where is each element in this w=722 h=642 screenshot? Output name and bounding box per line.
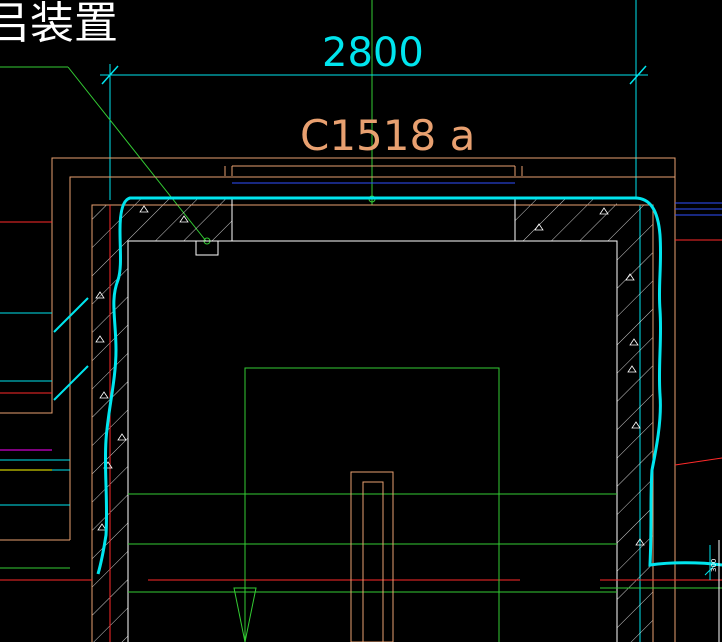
window-mark-text: C1518 a bbox=[300, 111, 475, 160]
hatch-symbols bbox=[95, 205, 645, 546]
top-right-lintel-hatch bbox=[515, 198, 617, 241]
outer-outline bbox=[0, 157, 676, 642]
window-glass-lines bbox=[232, 182, 722, 216]
top-left-lintel-hatch bbox=[128, 198, 232, 241]
column-outline bbox=[350, 471, 394, 642]
note-text: 吕装置 bbox=[0, 0, 118, 49]
red-lines bbox=[0, 221, 722, 581]
right-small-dimension bbox=[704, 540, 720, 642]
inner-outlines bbox=[91, 198, 654, 642]
down-arrow-symbol bbox=[233, 570, 257, 642]
small-dim-text: 300 bbox=[710, 559, 718, 572]
interior-green-lines bbox=[0, 367, 722, 642]
dimension-text: 2800 bbox=[322, 30, 424, 76]
waterproof-line bbox=[96, 196, 722, 575]
